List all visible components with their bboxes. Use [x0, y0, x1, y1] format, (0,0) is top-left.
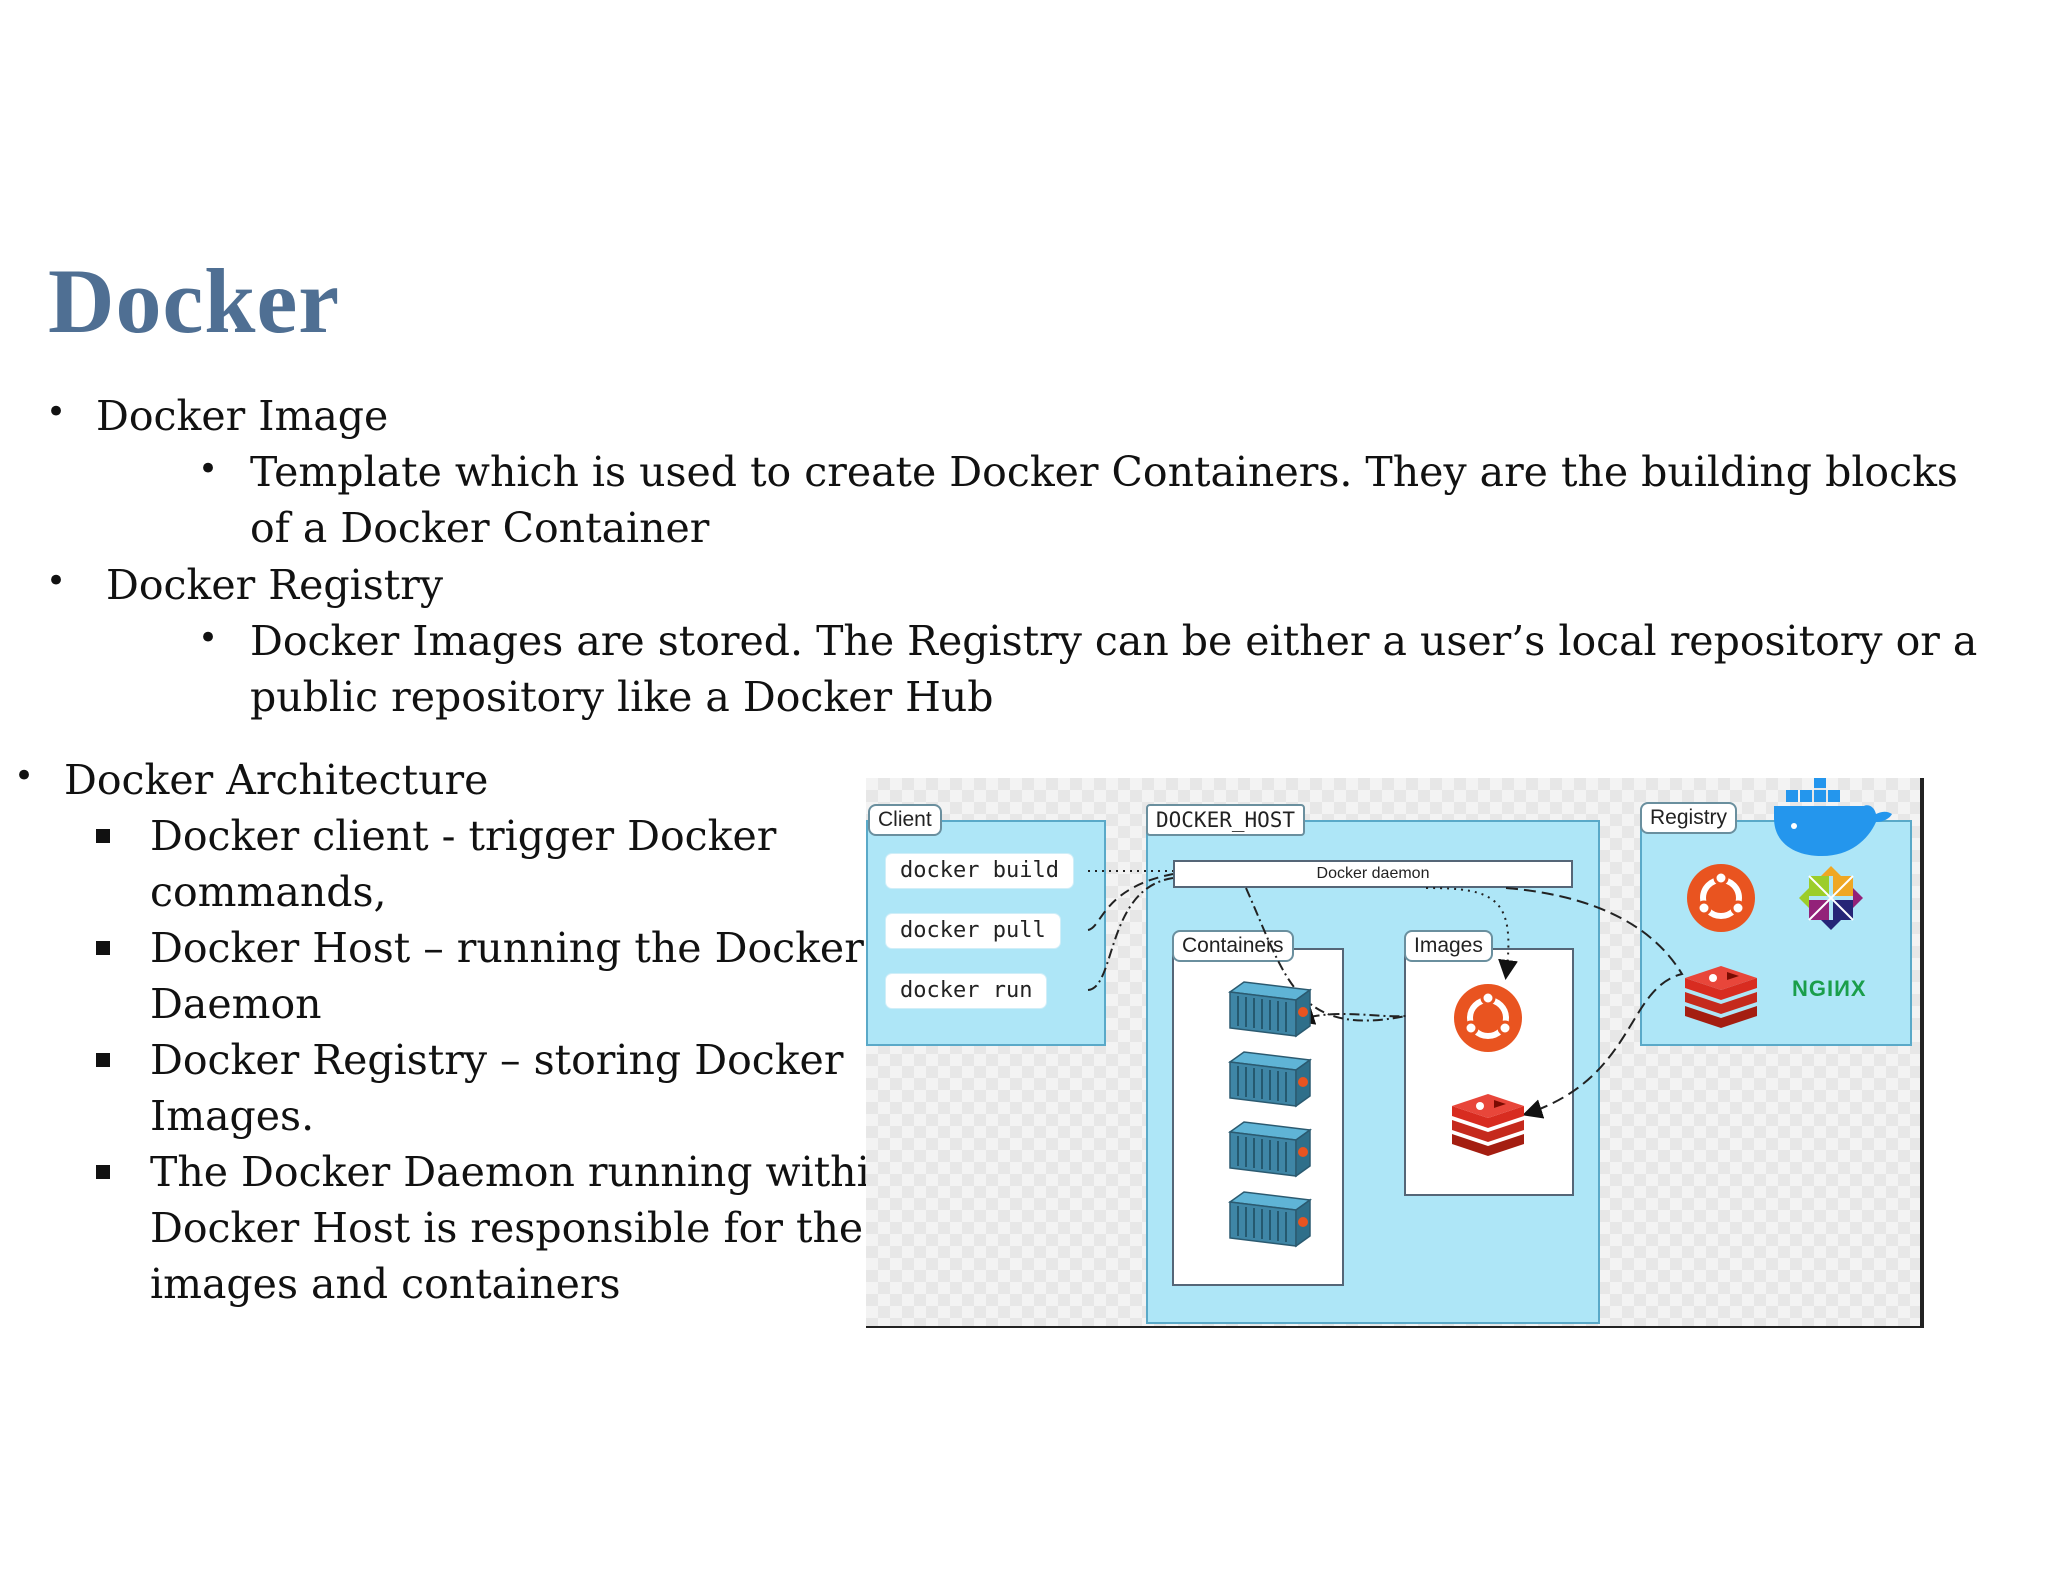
docker-host-label: DOCKER_HOST: [1146, 804, 1306, 836]
bullet-dot: •: [198, 449, 219, 489]
centos-icon: [1799, 866, 1863, 930]
ubuntu-icon: [1687, 864, 1755, 932]
square-bullet: [96, 941, 110, 955]
arch-host-line2: Daemon: [150, 980, 322, 1028]
docker-daemon-box: Docker daemon: [1173, 860, 1573, 888]
bullet-dot: •: [46, 392, 67, 432]
command-docker-build: docker build: [886, 854, 1073, 888]
item-docker-image-desc-line1: Template which is used to create Docker …: [250, 448, 1958, 496]
diagram-graphics: [1087, 778, 1892, 1247]
arch-daemon-line2: Docker Host is responsible for the: [150, 1204, 864, 1252]
command-docker-run: docker run: [886, 974, 1047, 1008]
item-docker-registry-desc-line1: Docker Images are stored. The Registry c…: [250, 617, 1978, 665]
arch-daemon-line3: images and containers: [150, 1260, 621, 1308]
arch-registry-line1: Docker Registry – storing Docker: [150, 1036, 844, 1084]
bullet-dot: •: [46, 561, 67, 601]
item-docker-image: Docker Image: [96, 392, 389, 440]
item-docker-registry: Docker Registry: [106, 561, 444, 609]
square-bullet: [96, 829, 110, 843]
command-docker-pull: docker pull: [886, 914, 1060, 948]
arch-client-line1: Docker client - trigger Docker: [150, 812, 777, 860]
registry-panel: [1640, 820, 1912, 1046]
item-docker-architecture: Docker Architecture: [64, 756, 489, 804]
container-icon: [1229, 981, 1311, 1037]
bullet-dot: •: [14, 756, 35, 796]
container-icon: [1229, 1121, 1311, 1177]
nginx-logo: NGIИX: [1792, 976, 1867, 1001]
container-icon: [1229, 1051, 1311, 1107]
container-icon: [1229, 1191, 1311, 1247]
arch-registry-line2: Images.: [150, 1092, 315, 1140]
square-bullet: [96, 1165, 110, 1179]
bullet-dot: •: [198, 618, 219, 658]
images-label: Images: [1404, 930, 1493, 962]
redis-icon: [1452, 1094, 1524, 1156]
arch-host-line1: Docker Host – running the Docker: [150, 924, 864, 972]
redis-icon: [1685, 966, 1757, 1028]
containers-label: Containers: [1172, 930, 1294, 962]
client-label: Client: [868, 804, 942, 836]
square-bullet: [96, 1053, 110, 1067]
ubuntu-icon: [1454, 984, 1522, 1052]
item-docker-registry-desc-line2: public repository like a Docker Hub: [250, 673, 994, 721]
arch-daemon-line1: The Docker Daemon running within: [150, 1148, 897, 1196]
docker-whale-icon: [1774, 778, 1892, 856]
arch-client-line2: commands,: [150, 868, 387, 916]
slide-title: Docker: [48, 250, 341, 352]
item-docker-image-desc-line2: of a Docker Container: [250, 504, 710, 552]
docker-architecture-diagram: Client docker build docker pull docker r…: [866, 778, 1924, 1328]
registry-label: Registry: [1640, 802, 1738, 834]
